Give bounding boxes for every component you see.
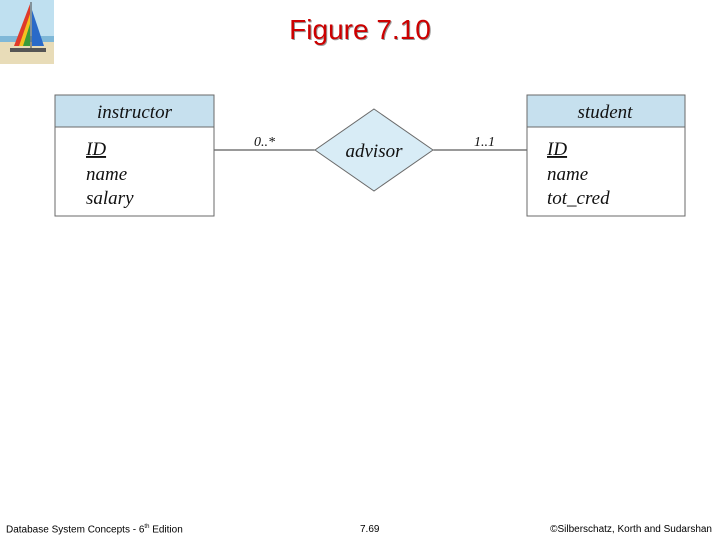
entity-student-name: student	[578, 102, 634, 123]
footer-page-number: 7.69	[360, 524, 380, 535]
footer-left-suffix: Edition	[149, 524, 183, 536]
entity-instructor-attr-id: ID	[85, 139, 106, 160]
footer-left-text: Database System Concepts - 6	[6, 524, 145, 536]
footer-left-sup: th	[144, 524, 150, 530]
footer-copyright: ©Silberschatz, Korth and Sudarshan	[550, 524, 712, 535]
footer-left: Database System Concepts - 6th Edition	[6, 524, 183, 535]
entity-student-attr-id: ID	[546, 139, 567, 160]
entity-instructor: instructor ID name salary	[54, 94, 215, 217]
entity-student-header	[526, 94, 686, 128]
cardinality-right: 1..1	[474, 135, 495, 150]
relationship-advisor: advisor	[314, 108, 434, 192]
entity-student: student ID name tot_cred	[526, 94, 686, 217]
cardinality-left: 0..*	[254, 135, 275, 150]
entity-instructor-header	[54, 94, 215, 128]
entity-student-attr-tot-cred: tot_cred	[547, 188, 610, 209]
entity-instructor-name: instructor	[97, 102, 173, 123]
sailboat-logo	[0, 0, 54, 64]
entity-instructor-attr-salary: salary	[86, 188, 134, 209]
slide-title: Figure 7.10	[289, 14, 431, 45]
relationship-advisor-label: advisor	[346, 141, 404, 162]
entity-student-attr-name: name	[547, 164, 588, 185]
entity-instructor-attr-name: name	[86, 164, 127, 185]
